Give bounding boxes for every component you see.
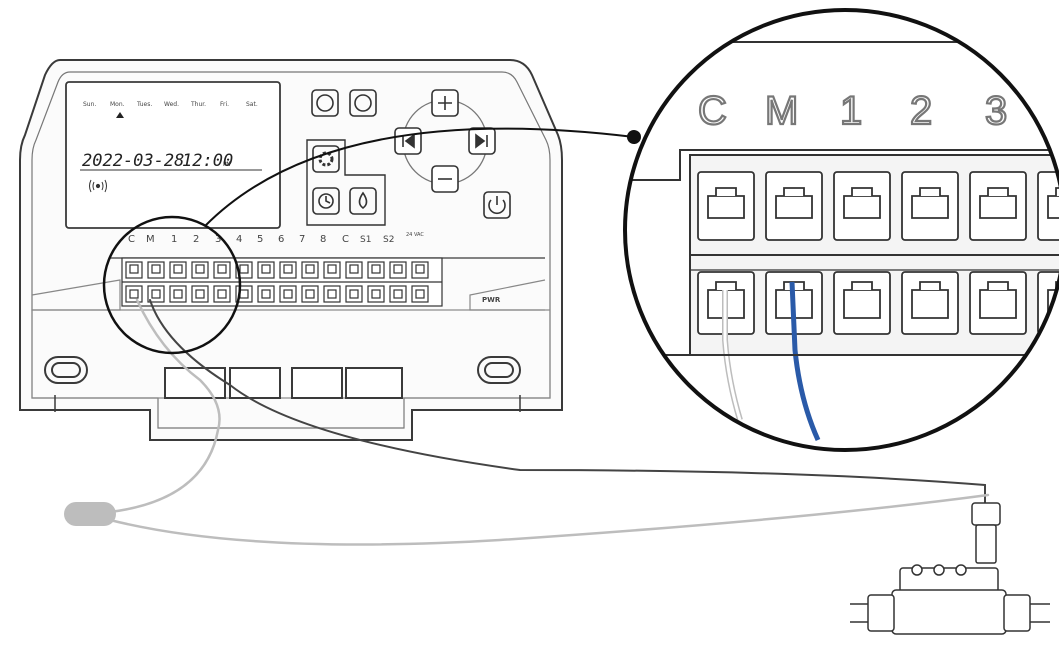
terminal-small <box>147 261 165 303</box>
rain-sensor <box>64 502 116 526</box>
term-label-7: 7 <box>299 234 305 245</box>
water-drop-icon <box>358 191 368 209</box>
term-label-2: 2 <box>193 234 199 245</box>
zoom-label-m: M <box>765 89 798 133</box>
terminal-small <box>257 261 275 303</box>
lcd-day-0: Sun. <box>83 101 96 108</box>
lcd-screen: Sun. Mon. Tues. Wed. Thur. Fri. Sat. 202… <box>80 101 262 193</box>
minus-button[interactable] <box>431 165 459 193</box>
term-label-1: 1 <box>171 234 177 245</box>
term-label-5: 5 <box>257 234 263 245</box>
zoom-label-1: 1 <box>840 89 862 133</box>
plus-icon <box>438 96 452 110</box>
terminal-zoom <box>969 171 1027 335</box>
zoom-connector-dot <box>627 130 641 144</box>
term-label-s1: S1 <box>360 235 371 245</box>
lcd-day-6: Sat. <box>246 101 258 108</box>
zoom-connector-top <box>204 127 635 227</box>
terminal-small <box>323 261 341 303</box>
terminal-small <box>367 261 385 303</box>
term-label-8: 8 <box>320 234 326 245</box>
zoom-circle-border <box>623 8 1059 452</box>
lcd-time: 12:00 <box>182 151 233 171</box>
lcd-day-4: Thur. <box>190 101 206 108</box>
terminal-small <box>301 261 319 303</box>
prev-button[interactable] <box>394 127 422 155</box>
zoom-blue-wire <box>789 281 821 442</box>
lcd-ampm: PM <box>223 161 231 168</box>
next-button[interactable] <box>468 127 496 155</box>
manual-icon <box>354 94 372 112</box>
lcd-day-1: Mon. <box>110 101 125 108</box>
term-label-3: 3 <box>215 234 221 245</box>
manual-button[interactable] <box>349 89 377 117</box>
flow-sensor-wire-light <box>108 493 990 546</box>
term-label-c: C <box>128 234 135 245</box>
zoom-label-2: 2 <box>910 89 932 133</box>
sensor-wire <box>108 298 221 514</box>
term-label-6: 6 <box>278 234 284 245</box>
clock-icon <box>318 193 334 209</box>
pwr-label: PWR <box>482 296 501 304</box>
terminal-small <box>279 261 297 303</box>
terminal-zoom <box>901 171 959 335</box>
flow-sensor <box>850 502 1050 635</box>
terminal-strip <box>121 257 443 307</box>
terminal-small <box>411 261 429 303</box>
power-icon <box>488 196 506 215</box>
prev-icon <box>402 133 415 149</box>
auto-button[interactable] <box>311 89 339 117</box>
term-label-s2: S2 <box>383 235 394 245</box>
lcd-day-3: Wed. <box>164 101 179 108</box>
zoom-label-c: C <box>698 89 727 133</box>
zoom-label-3: 3 <box>985 89 1007 133</box>
zoom-source-circle <box>102 215 242 355</box>
terminal-labels: C M 1 2 3 4 5 6 7 8 C S1 S2 24 VAC <box>128 232 424 245</box>
wireless-icon <box>89 179 107 193</box>
terminal-small <box>191 261 209 303</box>
clock-button[interactable] <box>312 187 340 215</box>
terminal-small <box>213 261 231 303</box>
controller-body <box>19 59 563 441</box>
terminal-zoom <box>765 171 823 335</box>
terminal-small <box>389 261 407 303</box>
lcd-day-5: Fri. <box>220 101 229 108</box>
term-label-4: 4 <box>236 234 242 245</box>
terminal-zoom <box>833 171 891 335</box>
term-label-c2: C <box>342 234 349 245</box>
day-indicator-icon <box>116 112 124 118</box>
auto-icon <box>316 94 334 112</box>
flow-sensor-wire-dark <box>149 299 986 511</box>
plus-button[interactable] <box>431 89 459 117</box>
terminal-small <box>125 261 143 303</box>
term-label-m: M <box>146 234 155 245</box>
water-button[interactable] <box>349 187 377 215</box>
terminal-small <box>169 261 187 303</box>
term-label-24vac: 24 VAC <box>406 232 424 238</box>
mode-buttons <box>306 89 511 226</box>
terminal-small <box>345 261 363 303</box>
next-icon <box>475 133 488 149</box>
zoom-detail: C M 1 2 3 <box>623 8 1059 452</box>
power-button[interactable] <box>483 191 511 219</box>
lcd-day-2: Tues. <box>136 101 152 108</box>
lcd-date: 2022-03-28 <box>82 151 184 171</box>
